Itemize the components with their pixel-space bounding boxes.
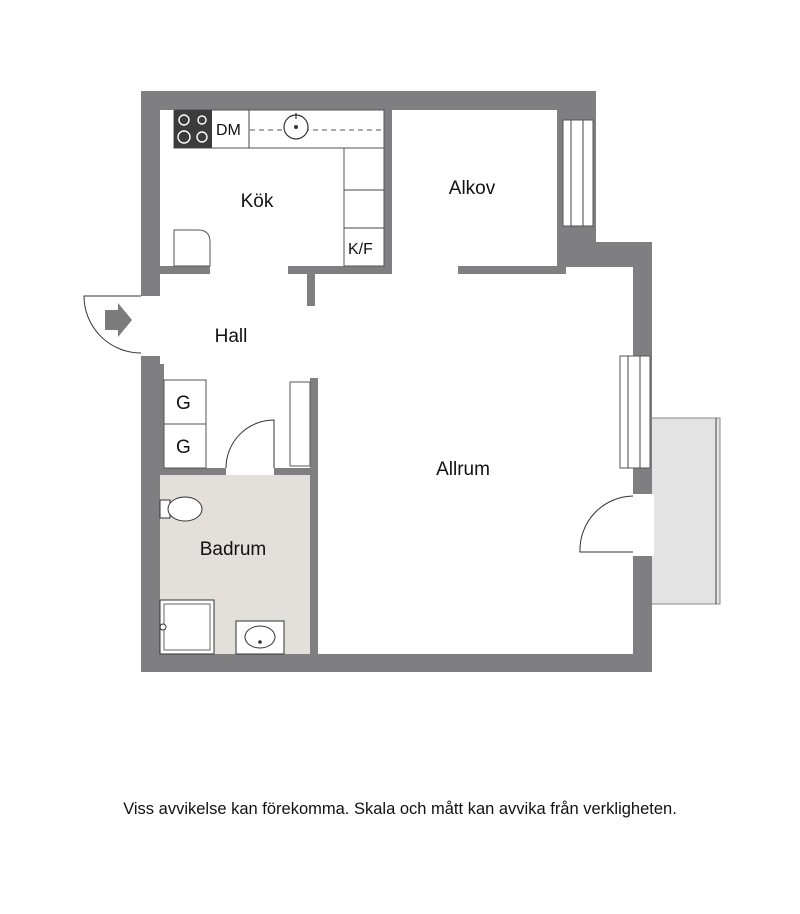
- wardrobe-2-label: G: [176, 437, 191, 458]
- room-label-hall: Hall: [215, 326, 248, 347]
- wall-kitchen-stub: [307, 266, 315, 306]
- wall-hall-left: [160, 266, 210, 274]
- room-label-bathroom: Badrum: [200, 539, 267, 560]
- wardrobe-2: [163, 423, 207, 469]
- wardrobe-1-label: G: [176, 393, 191, 414]
- wardrobe-1: [163, 379, 207, 425]
- basin-icon: [235, 620, 285, 655]
- toilet-icon: [159, 496, 203, 522]
- fridge-freezer-label: K/F: [348, 241, 373, 258]
- balcony: [647, 417, 721, 605]
- shower-icon: [159, 599, 215, 655]
- dishwasher-label: DM: [216, 122, 241, 139]
- balcony-door[interactable]: [579, 495, 634, 553]
- wall-bath-top-left: [160, 468, 226, 475]
- entrance-arrow-icon: [105, 303, 132, 337]
- bathroom-door[interactable]: [225, 419, 275, 469]
- room-label-alcove: Alkov: [449, 178, 496, 199]
- balcony-door-opening: [630, 494, 654, 556]
- hall-shelf: [289, 381, 311, 467]
- entrance-opening: [139, 296, 161, 356]
- wall-alcove-bottom: [458, 266, 566, 274]
- kitchen-corner-cabinet: [173, 229, 211, 267]
- sink-icon: [283, 113, 309, 140]
- disclaimer-text: Viss avvikelse kan förekomma. Skala och …: [123, 800, 677, 818]
- wall-hall-inner: [160, 364, 164, 468]
- room-label-living-room: Allrum: [436, 459, 490, 480]
- entrance-door[interactable]: [83, 295, 142, 354]
- stove-icon: [174, 110, 212, 148]
- wall-bath-right: [310, 378, 318, 654]
- kitchen-cabinet: [343, 147, 385, 267]
- wall-kitchen-alcove: [384, 110, 392, 274]
- wall-bath-top-right: [274, 468, 318, 475]
- wall-kitchen-bottom: [288, 266, 392, 274]
- alcove-window: [562, 119, 594, 227]
- room-label-kitchen: Kök: [241, 191, 274, 212]
- living-room-window: [619, 355, 651, 469]
